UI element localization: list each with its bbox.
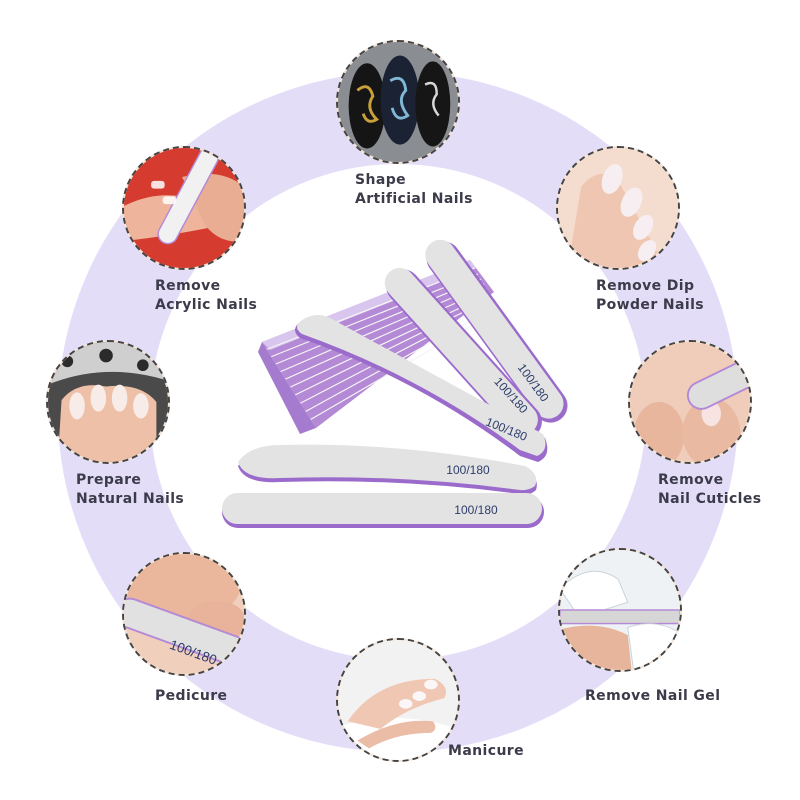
use-label-acrylic: Remove Acrylic Nails — [155, 278, 258, 313]
natural-nails-photo — [46, 340, 170, 464]
acrylic-filing-photo — [122, 146, 246, 270]
use-label-gel: Remove Nail Gel — [585, 688, 721, 704]
dip-nails-photo — [556, 146, 680, 270]
use-label-shape: Shape Artificial Nails — [355, 172, 473, 207]
use-label-cuticles: Remove Nail Cuticles — [658, 472, 762, 507]
painted-nails-photo — [336, 40, 460, 164]
use-label-manicure: Manicure — [448, 743, 525, 759]
use-label-dip: Remove Dip Powder Nails — [596, 278, 705, 313]
use-label-pedicure: Pedicure — [155, 688, 228, 704]
use-label-natural: Prepare Natural Nails — [76, 472, 185, 507]
gel-removal-photo — [558, 548, 682, 672]
pedicure-photo: 100/180 — [122, 552, 246, 676]
manicure-photo — [336, 638, 460, 762]
cuticle-filing-photo — [628, 340, 752, 464]
